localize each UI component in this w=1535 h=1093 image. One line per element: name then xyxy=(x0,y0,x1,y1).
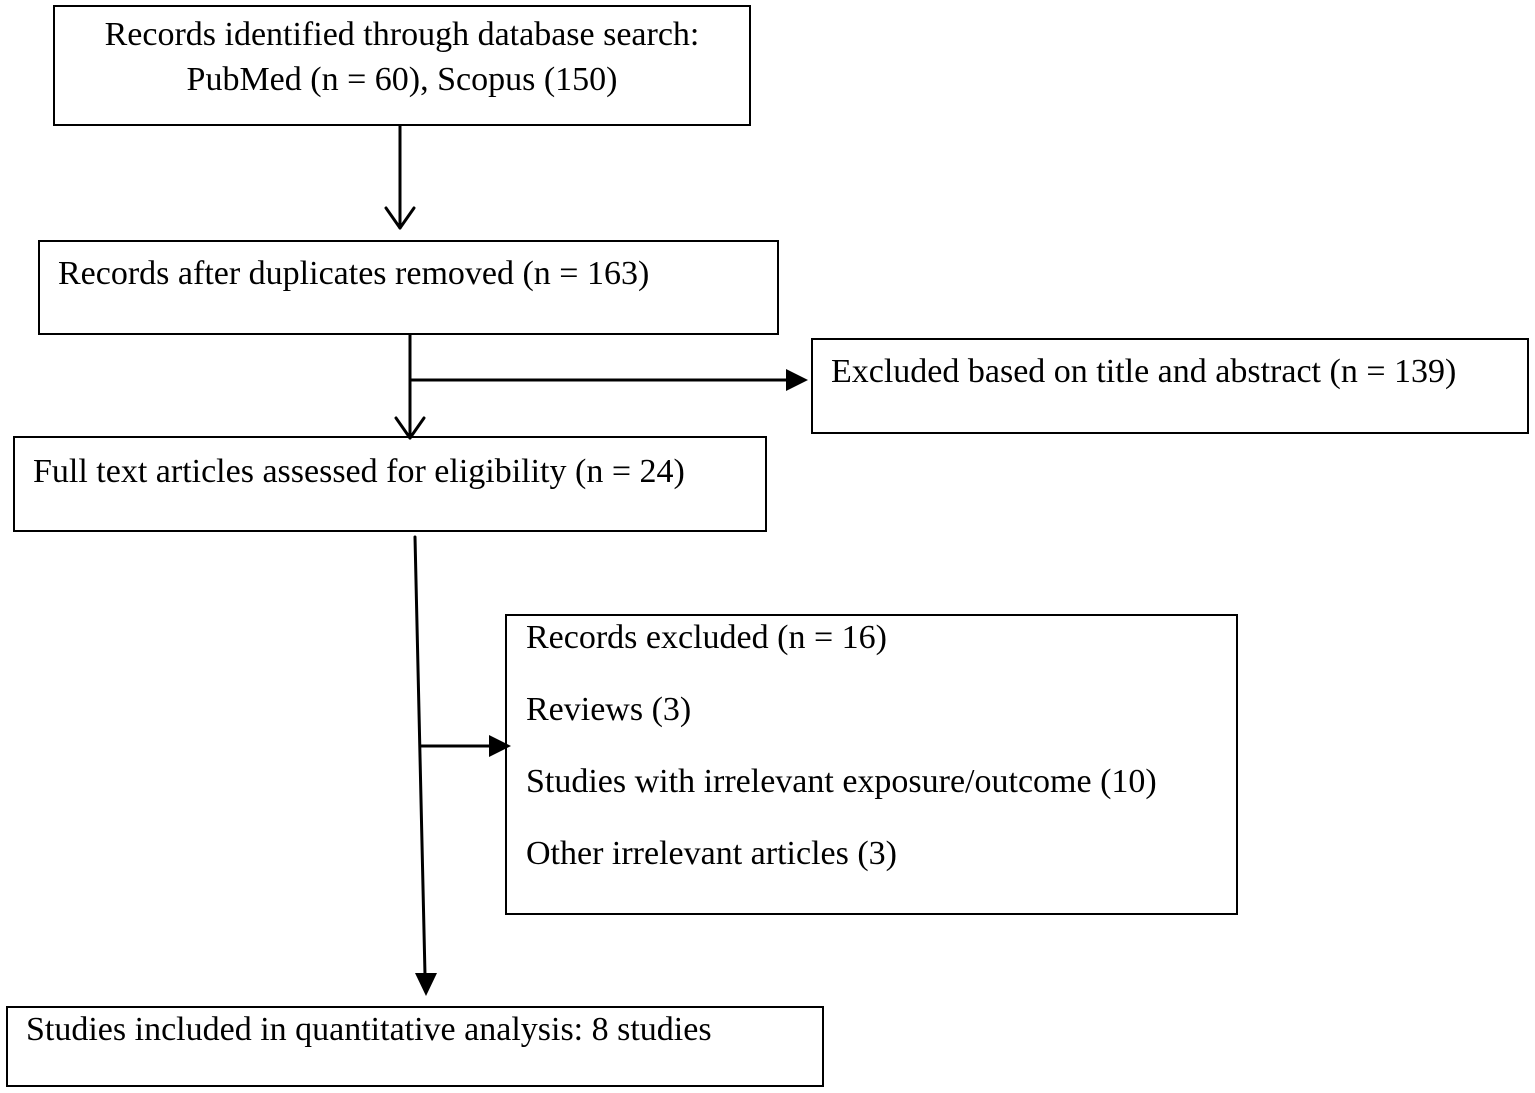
arrowhead-open xyxy=(384,206,416,230)
records-excluded-header: Records excluded (n = 16) xyxy=(526,619,887,656)
included-studies-box: Studies included in quantitative analysi… xyxy=(6,1006,824,1087)
full-text-assessed-box: Full text articles assessed for eligibil… xyxy=(13,436,767,532)
identification-box: Records identified through database sear… xyxy=(53,5,751,126)
duplicates-removed-label: Records after duplicates removed (n = 16… xyxy=(58,255,650,292)
records-excluded-item: Other irrelevant articles (3) xyxy=(526,835,897,872)
full-text-assessed-label: Full text articles assessed for eligibil… xyxy=(33,453,685,490)
identification-line-2: PubMed (n = 60), Scopus (150) xyxy=(186,61,618,98)
records-excluded-item: Reviews (3) xyxy=(526,691,692,728)
arrowhead-open xyxy=(394,416,426,440)
arrowhead-filled xyxy=(415,973,437,996)
arrowhead-filled xyxy=(786,369,808,391)
included-studies-label: Studies included in quantitative analysi… xyxy=(26,1011,712,1048)
excluded-title-abstract-box: Excluded based on title and abstract (n … xyxy=(811,338,1529,434)
identification-line-1: Records identified through database sear… xyxy=(104,16,700,53)
duplicates-removed-box: Records after duplicates removed (n = 16… xyxy=(38,240,779,335)
records-excluded-box: Records excluded (n = 16) Reviews (3) St… xyxy=(505,614,1238,915)
excluded-title-abstract-label: Excluded based on title and abstract (n … xyxy=(831,353,1457,390)
records-excluded-item: Studies with irrelevant exposure/outcome… xyxy=(526,763,1157,800)
arrow-full-text-to-included xyxy=(413,535,427,977)
